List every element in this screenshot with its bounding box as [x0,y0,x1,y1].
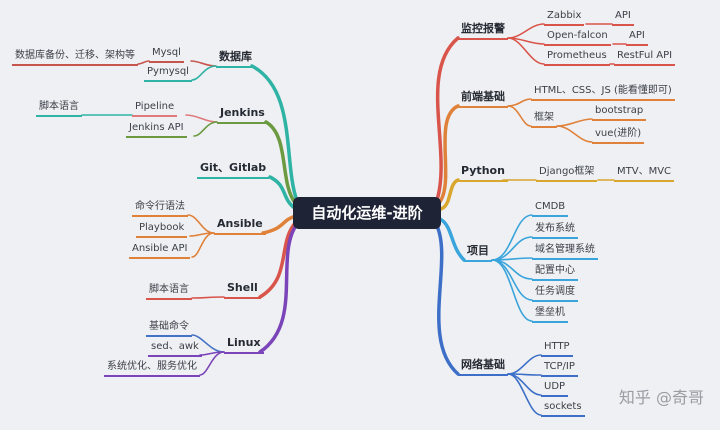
node-task-scheduler[interactable]: 任务调度 [532,286,578,302]
connector-monitoring-prometheus [507,37,545,65]
branch-curve-monitoring [435,36,460,202]
node-script-language-shell[interactable]: 脚本语言 [146,284,192,300]
root-topic[interactable]: 自动化运维-进阶 [293,197,441,229]
connector-database-mysql [190,60,217,67]
node-jenkins[interactable]: Jenkins [217,106,268,124]
node-bastion-host[interactable]: 堡垒机 [532,307,568,323]
node-script-language-jenkins[interactable]: 脚本语言 [36,101,82,117]
node-pipeline[interactable]: Pipeline [132,101,178,117]
connector-frontend-html [507,98,532,107]
node-python[interactable]: Python [458,164,508,182]
node-zabbix[interactable]: Zabbix [544,10,585,26]
connector-ansible-api [191,232,215,258]
connector-framework-bootstrap [556,118,593,127]
node-cmdb[interactable]: CMDB [532,201,569,217]
branch-curve-shell [258,220,298,299]
node-udp[interactable]: UDP [541,381,569,397]
branch-curve-database [250,64,299,203]
node-django[interactable]: Django框架 [536,166,598,182]
node-jenkins-api[interactable]: Jenkins API [126,122,187,138]
connector-network-sockets [507,373,542,416]
node-basic-commands[interactable]: 基础命令 [146,321,192,337]
node-project[interactable]: 项目 [464,244,492,262]
connector-framework-vue [556,125,593,143]
connector-project-scheduler [491,259,533,301]
connector-monitoring-zabbix [507,23,545,39]
node-system-optimization[interactable]: 系统优化、服务优化 [104,361,200,377]
node-tcpip[interactable]: TCP/IP [541,361,578,377]
branch-curve-project [438,217,466,262]
node-git-gitlab[interactable]: Git、Gitlab [197,161,270,179]
node-mysql-detail[interactable]: 数据库备份、迁移、架构等 [12,50,138,66]
node-vue[interactable]: vue(进阶) [592,128,645,144]
node-frontend[interactable]: 前端基础 [458,90,508,108]
node-ansible-api[interactable]: Ansible API [129,243,191,259]
node-mtv-mvc[interactable]: MTV、MVC [614,166,675,182]
connector-database-pymysql [191,65,217,81]
node-http[interactable]: HTTP [541,341,573,357]
node-mysql[interactable]: Mysql [149,47,184,63]
node-sockets[interactable]: sockets [541,401,585,417]
connector-project-bastion [491,259,533,322]
node-open-falcon[interactable]: Open-falcon [544,30,611,46]
zhihu-watermark: 知乎 @奇哥 [618,388,704,407]
connector-mysql-detail [137,60,150,65]
node-linux[interactable]: Linux [224,336,264,354]
branch-curve-python [439,178,460,211]
branch-curve-linux [258,222,299,354]
node-bootstrap[interactable]: bootstrap [592,105,647,121]
node-cli-syntax[interactable]: 命令行语法 [132,201,188,217]
node-zabbix-api[interactable]: API [612,10,634,26]
connector-ansible-cli [187,214,215,234]
connector-network-http [507,354,542,375]
node-open-falcon-api[interactable]: API [626,30,648,46]
connector-jenkins-api [193,121,218,137]
branch-curve-frontend [437,104,460,205]
node-prometheus-api[interactable]: RestFul API [614,50,676,66]
connector-frontend-framework [507,105,532,127]
branch-curve-git [268,175,298,211]
connector-linux-optimize [199,351,225,376]
node-domain-system[interactable]: 域名管理系统 [532,244,598,260]
node-playbook[interactable]: Playbook [136,222,188,238]
node-config-center[interactable]: 配置中心 [532,265,578,281]
node-database[interactable]: 数据库 [216,50,255,68]
node-release-system[interactable]: 发布系统 [532,223,578,239]
node-sed-awk[interactable]: sed、awk [148,341,202,357]
branch-curve-ansible [261,214,298,235]
connector-jenkins-pipeline [185,114,218,123]
connector-network-udp [507,373,542,396]
connector-shell-script [191,296,225,299]
branch-curve-network [435,224,460,376]
node-network[interactable]: 网络基础 [458,358,508,376]
branch-curve-jenkins [264,120,298,206]
node-framework[interactable]: 框架 [531,112,557,128]
node-html-css-js[interactable]: HTML、CSS、JS (能看懂即可) [531,85,675,101]
node-monitoring[interactable]: 监控报警 [458,22,508,40]
node-prometheus[interactable]: Prometheus [544,50,610,66]
node-pymysql[interactable]: Pymysql [144,66,192,82]
node-ansible[interactable]: Ansible [214,217,266,235]
node-shell[interactable]: Shell [224,281,261,299]
